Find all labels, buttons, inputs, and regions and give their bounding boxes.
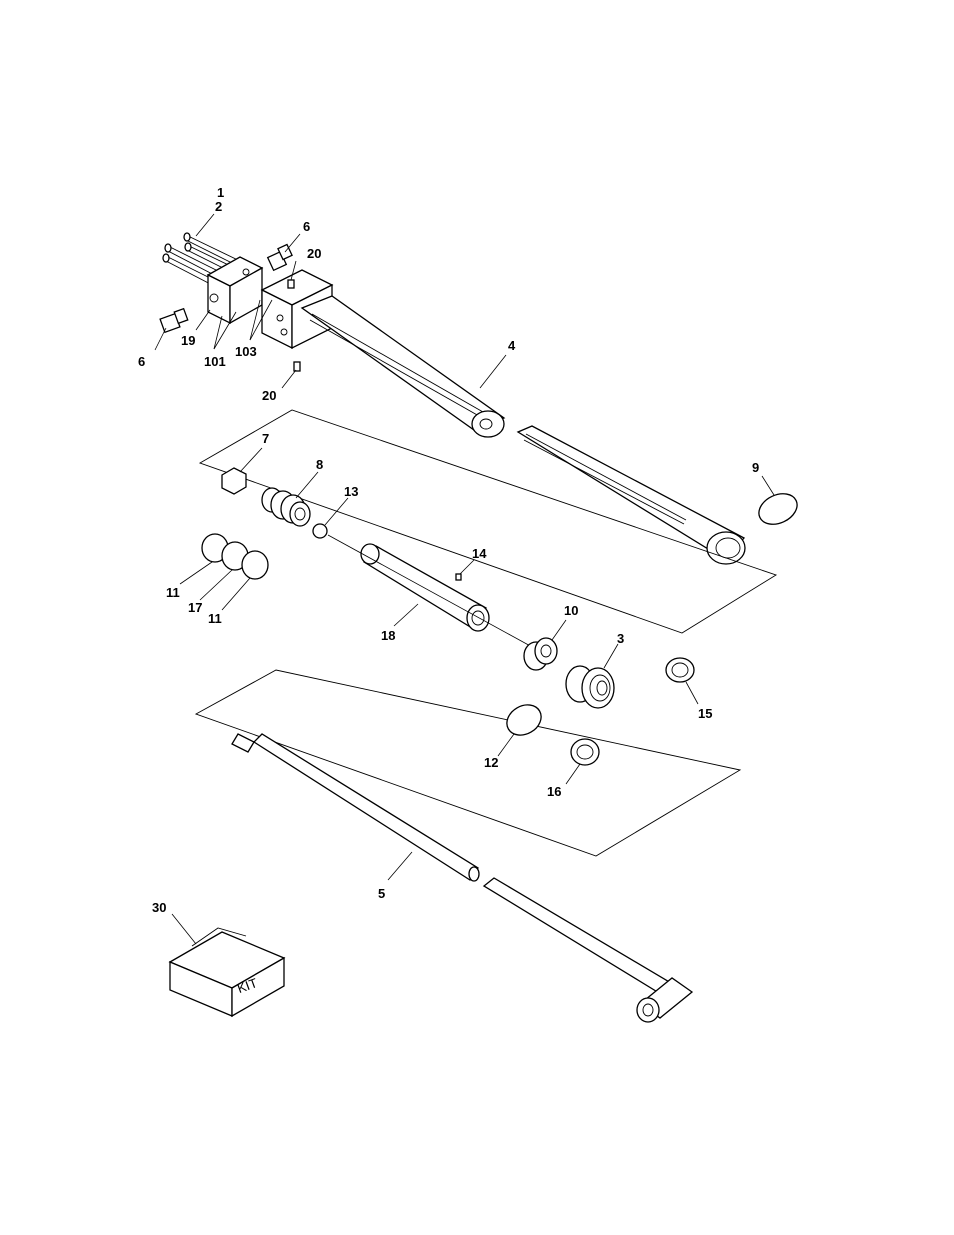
gland-panel bbox=[194, 637, 742, 857]
rod bbox=[231, 733, 694, 1023]
callout-19: 19 bbox=[181, 333, 195, 348]
callout-14: 14 bbox=[472, 546, 487, 561]
callout-6-top: 6 bbox=[303, 219, 310, 234]
callout-103: 103 bbox=[235, 344, 257, 359]
callout-11-right: 11 bbox=[208, 611, 222, 626]
set-screw bbox=[455, 573, 462, 581]
wiper bbox=[665, 657, 695, 683]
callout-101: 101 bbox=[204, 354, 226, 369]
callout-9: 9 bbox=[752, 460, 759, 475]
o-ring-12 bbox=[506, 704, 542, 736]
callout-12: 12 bbox=[484, 755, 498, 770]
seal-11b bbox=[241, 550, 269, 580]
kit-label: KIT bbox=[235, 975, 259, 996]
callout-17: 17 bbox=[188, 600, 202, 615]
callouts: 1 2 6 20 6 19 101 103 20 4 7 8 13 9 11 1… bbox=[138, 185, 759, 915]
callout-15: 15 bbox=[698, 706, 712, 721]
plug-top bbox=[287, 279, 295, 289]
bolts bbox=[162, 232, 244, 289]
spacer-tube bbox=[360, 543, 490, 632]
callout-20-top: 20 bbox=[307, 246, 321, 261]
callout-8: 8 bbox=[316, 457, 323, 472]
callout-6-left: 6 bbox=[138, 354, 145, 369]
fitting-left bbox=[159, 307, 189, 334]
callout-11-left: 11 bbox=[166, 585, 180, 600]
callout-30: 30 bbox=[152, 900, 166, 915]
leader-lines bbox=[154, 213, 775, 945]
barrel-assembly bbox=[159, 232, 746, 565]
nut bbox=[221, 467, 247, 495]
callout-20-bottom: 20 bbox=[262, 388, 276, 403]
ring-9 bbox=[758, 493, 798, 525]
callout-1: 1 bbox=[217, 185, 224, 200]
ring-13 bbox=[312, 523, 328, 539]
plug-bottom bbox=[293, 361, 301, 372]
callout-5: 5 bbox=[378, 886, 385, 901]
callout-3: 3 bbox=[617, 631, 624, 646]
callout-16: 16 bbox=[547, 784, 561, 799]
piston bbox=[261, 487, 311, 527]
barrel-end bbox=[516, 425, 746, 565]
barrel-tube bbox=[300, 295, 506, 438]
callout-13: 13 bbox=[344, 484, 358, 499]
seal-16 bbox=[570, 738, 600, 766]
kit-box: KIT bbox=[168, 927, 286, 1018]
bushing bbox=[523, 637, 558, 671]
gland bbox=[565, 665, 615, 709]
callout-18: 18 bbox=[381, 628, 395, 643]
callout-7: 7 bbox=[262, 431, 269, 446]
callout-2: 2 bbox=[215, 199, 222, 214]
callout-10: 10 bbox=[564, 603, 578, 618]
callout-4: 4 bbox=[508, 338, 516, 353]
head-block bbox=[206, 256, 264, 325]
piston-panel bbox=[198, 409, 798, 649]
